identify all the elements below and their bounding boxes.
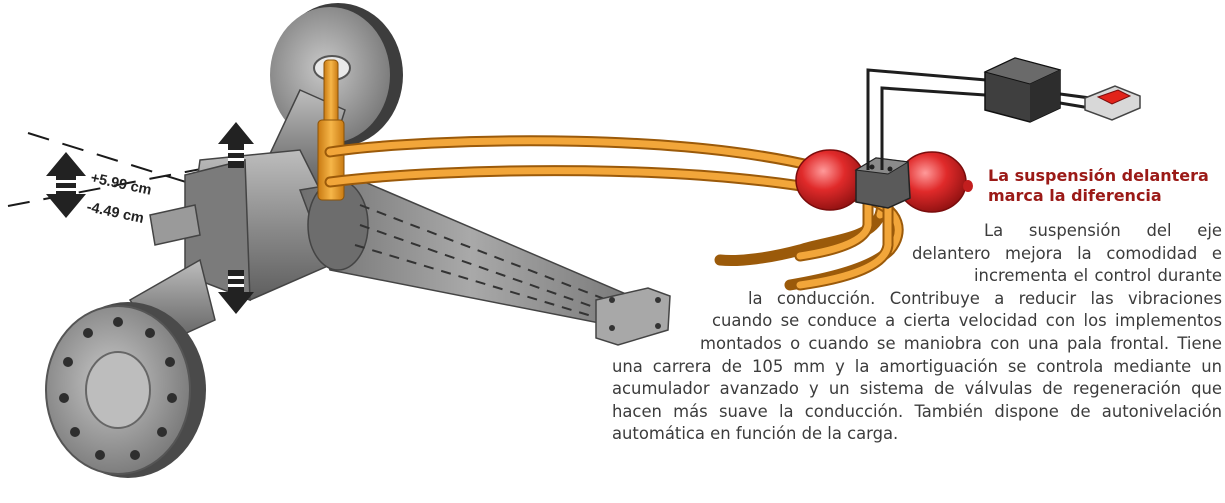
lower-wheel-hub bbox=[45, 302, 206, 478]
travel-double-arrow bbox=[46, 152, 86, 218]
callout-title: La suspensión delantera marca la diferen… bbox=[988, 166, 1209, 205]
callout-body: La suspensión del eje delantero mejora l… bbox=[612, 220, 1222, 446]
callout-body-text: La suspensión del eje delantero mejora l… bbox=[612, 221, 1222, 444]
axle-up-arrow bbox=[218, 122, 254, 168]
down-travel-label: -4.49 cm bbox=[85, 199, 145, 227]
suspension-switch bbox=[1084, 85, 1141, 121]
axle-down-arrow bbox=[218, 270, 254, 314]
axle-housing bbox=[128, 89, 671, 346]
control-unit bbox=[983, 57, 1062, 123]
accumulators bbox=[795, 149, 973, 213]
up-travel-label: +5.99 cm bbox=[89, 170, 153, 198]
